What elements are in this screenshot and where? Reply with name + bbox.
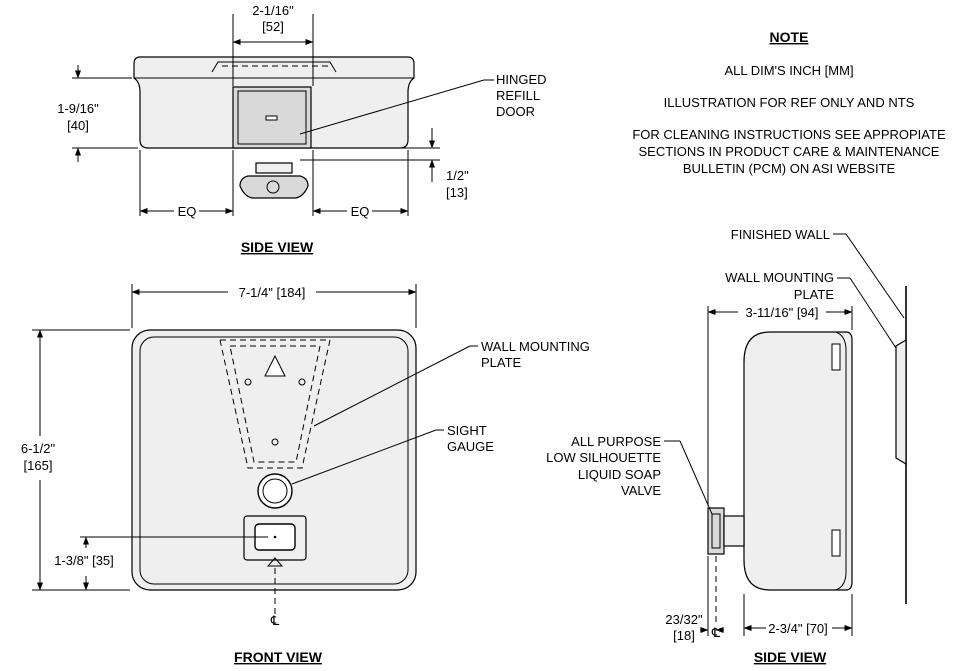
callout-valve-3: LIQUID SOAP bbox=[578, 467, 661, 482]
right-side-view: ℄ FINISHED WALL WALL MOUNTING PLATE 3-11… bbox=[546, 227, 907, 665]
callout-front-plate-2: PLATE bbox=[481, 355, 522, 370]
valve-dim-mm: [13] bbox=[446, 185, 468, 200]
top-side-view-title: SIDE VIEW bbox=[241, 239, 314, 255]
callout-finished-wall: FINISHED WALL bbox=[731, 227, 830, 242]
depth-in: 1-9/16" bbox=[57, 101, 99, 116]
notes-block: NOTE ALL DIM'S INCH [MM] ILLUSTRATION FO… bbox=[632, 29, 946, 176]
dispenser-side-body bbox=[743, 331, 853, 591]
front-valve-height-label: 1-3/8" [35] bbox=[54, 553, 114, 568]
side-back-depth-label: 2-3/4" [70] bbox=[768, 621, 828, 636]
eq-right: EQ bbox=[351, 204, 370, 219]
callout-side-plate-1: WALL MOUNTING bbox=[725, 270, 834, 285]
callout-valve-1: ALL PURPOSE bbox=[571, 434, 661, 449]
side-centerline-mark: ℄ bbox=[711, 625, 721, 640]
eq-left: EQ bbox=[178, 204, 197, 219]
right-side-view-title: SIDE VIEW bbox=[754, 649, 827, 665]
side-depth-label: 3-11/16" [94] bbox=[745, 305, 818, 320]
front-width-label: 7-1/4" [184] bbox=[239, 285, 306, 300]
notes-line-cleaning-1: FOR CLEANING INSTRUCTIONS SEE APPROPIATE bbox=[632, 127, 946, 142]
front-height-mm: [165] bbox=[24, 458, 53, 473]
front-height-in: 6-1/2" bbox=[21, 441, 56, 456]
door-width-mm: [52] bbox=[262, 19, 284, 34]
callout-side-plate-2: PLATE bbox=[794, 287, 835, 302]
soap-valve bbox=[255, 162, 293, 174]
callout-gauge-1: SIGHT bbox=[447, 423, 487, 438]
notes-heading: NOTE bbox=[770, 29, 809, 45]
side-offset-mm: [18] bbox=[673, 628, 695, 643]
callout-gauge-2: GAUGE bbox=[447, 439, 494, 454]
dispenser-front-outline bbox=[131, 329, 417, 591]
callout-valve-2: LOW SILHOUETTE bbox=[546, 450, 661, 465]
wall-mounting-plate bbox=[895, 338, 907, 466]
side-soap-valve bbox=[707, 507, 725, 555]
side-offset-in: 23/32" bbox=[665, 612, 703, 627]
depth-mm: [40] bbox=[67, 118, 89, 133]
callout-door-2: REFILL bbox=[496, 88, 540, 103]
callout-door-3: DOOR bbox=[496, 104, 535, 119]
front-view-title: FRONT VIEW bbox=[234, 649, 323, 665]
door-width-in: 2-1/16" bbox=[252, 3, 294, 18]
notes-line-cleaning-2: SECTIONS IN PRODUCT CARE & MAINTENANCE bbox=[639, 144, 940, 159]
notes-line-units: ALL DIM'S INCH [MM] bbox=[724, 63, 853, 78]
top-side-view: 2-1/16" [52] 1-9/16" [40] 1/2" [13] EQ E… bbox=[57, 3, 546, 255]
front-centerline-mark: ℄ bbox=[270, 613, 280, 628]
triangle-marker-icon bbox=[264, 354, 286, 377]
callout-valve-4: VALVE bbox=[621, 483, 661, 498]
wall-mounting-plate-hidden bbox=[219, 339, 331, 469]
callout-door-1: HINGED bbox=[496, 72, 547, 87]
notes-line-reference: ILLUSTRATION FOR REF ONLY AND NTS bbox=[664, 95, 915, 110]
callout-front-plate-1: WALL MOUNTING bbox=[481, 339, 590, 354]
front-view: ℄ 7-1/4" [184] 6-1/2" [165] 1-3/8" [35] … bbox=[21, 284, 590, 665]
notes-line-cleaning-3: BULLETIN (PCM) ON ASI WEBSITE bbox=[683, 161, 896, 176]
valve-dim-in: 1/2" bbox=[446, 168, 469, 183]
door-slot bbox=[265, 115, 278, 121]
